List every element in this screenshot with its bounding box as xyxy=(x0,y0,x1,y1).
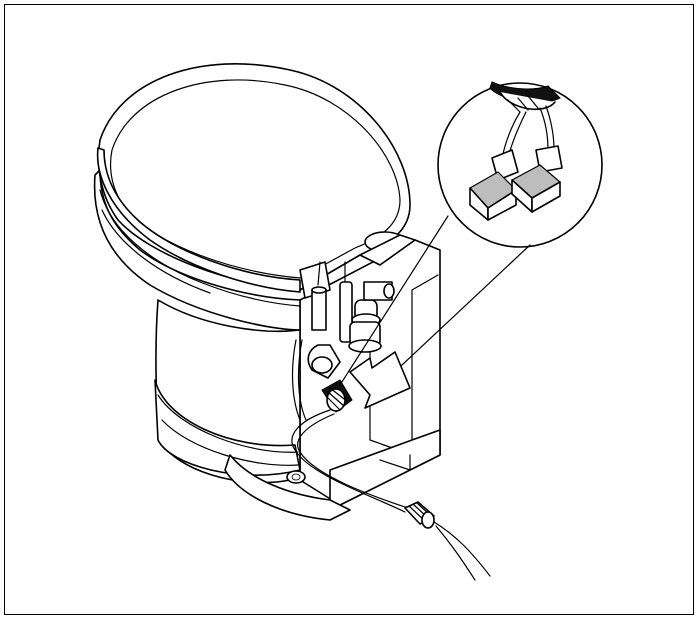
power-cable xyxy=(291,339,409,513)
wire-leads xyxy=(433,521,491,581)
detail-callout xyxy=(437,81,603,248)
plug-connector-icon xyxy=(404,501,435,529)
mounting-bolt-icon xyxy=(286,470,306,484)
toilet-rim xyxy=(93,169,301,331)
toilet-bowl xyxy=(154,299,301,484)
toilet-lid xyxy=(96,63,411,293)
toilet-base xyxy=(224,454,351,521)
plumbing-assembly xyxy=(307,261,395,379)
pump-connector xyxy=(321,379,353,413)
callout-pointer xyxy=(339,215,531,409)
arrow-icon xyxy=(349,351,411,409)
